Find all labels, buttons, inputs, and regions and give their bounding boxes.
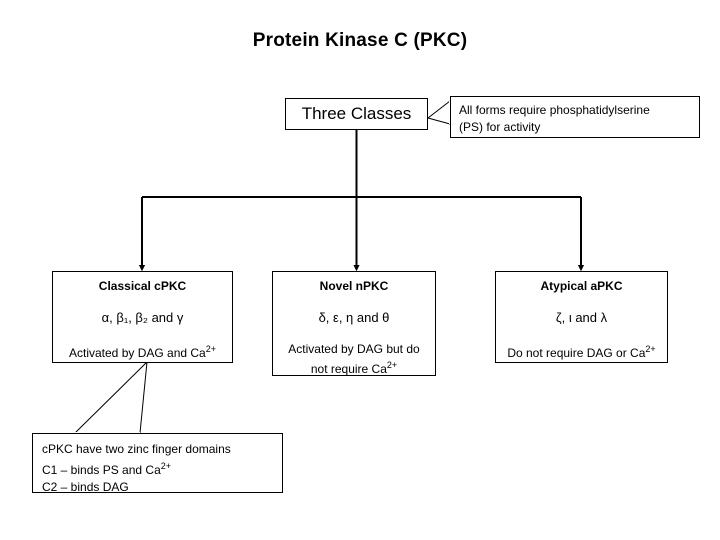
class-note-classical: Activated by DAG and Ca2+ (53, 341, 232, 361)
class-isoforms-atypical: ζ, ι and λ (555, 310, 608, 325)
callout-bottom-line2: C1 – binds PS and Ca2+ (42, 458, 282, 479)
class-note-atypical-text: Do not require DAG or Ca (507, 346, 646, 360)
class-heading-classical: Classical cPKC (98, 279, 187, 293)
class-box-atypical[interactable]: Atypical aPKC ζ, ι and λ Do not require … (495, 271, 668, 363)
callout-bottom-line2-sup: 2+ (160, 461, 172, 471)
callout-bottom-tail (74, 360, 148, 434)
class-isoforms-novel: δ, ε, η and θ (318, 310, 390, 325)
class-box-classical[interactable]: Classical cPKC α, β₁, β₂ and γ Activated… (52, 271, 233, 363)
class-note-classical-text: Activated by DAG and Ca (69, 346, 206, 360)
three-classes-label: Three Classes (301, 104, 412, 123)
class-note-novel-text: Activated by DAG but do (288, 342, 420, 356)
class-heading-atypical: Atypical aPKC (540, 279, 623, 293)
class-note-novel-sup: 2+ (386, 360, 398, 370)
class-note-atypical-sup: 2+ (645, 344, 656, 354)
callout-top-line1: All forms require phosphatidylserine (459, 103, 650, 117)
class-note-novel: Activated by DAG but do not require Ca2+ (273, 341, 435, 377)
class-note-novel-text2: not require Ca (310, 362, 387, 376)
class-heading-novel: Novel nPKC (319, 279, 389, 293)
class-note-classical-sup: 2+ (205, 344, 216, 354)
callout-bottom-line2-text: C1 – binds PS and Ca (42, 463, 161, 477)
callout-phosphatidylserine[interactable]: All forms require phosphatidylserine (PS… (450, 96, 700, 138)
callout-top-line2: (PS) for activity (459, 120, 541, 134)
class-note-atypical: Do not require DAG or Ca2+ (496, 341, 667, 361)
page-title: Protein Kinase C (PKC) (252, 30, 468, 51)
three-classes-box[interactable]: Three Classes (285, 98, 428, 130)
class-box-novel[interactable]: Novel nPKC δ, ε, η and θ Activated by DA… (272, 271, 436, 376)
callout-top-tail (426, 100, 451, 125)
callout-zinc-finger[interactable]: cPKC have two zinc finger domains C1 – b… (32, 433, 283, 494)
callout-bottom-line1: cPKC have two zinc finger domains (42, 442, 231, 456)
callout-bottom-line3: C2 – binds DAG (42, 480, 129, 494)
class-isoforms-classical: α, β₁, β₂ and γ (101, 310, 184, 325)
